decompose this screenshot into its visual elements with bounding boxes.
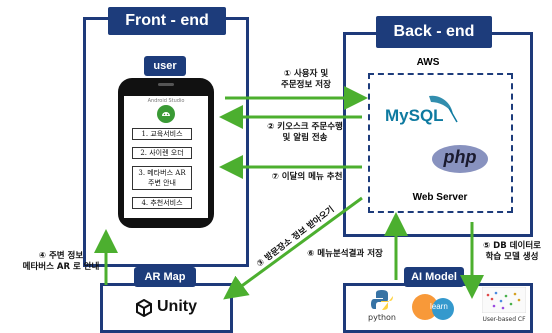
arrow-4-label: ④ 주변 정보 메타버스 AR 로 안내 [22, 251, 100, 272]
menu-item-recommend[interactable]: 4. 추천서비스 [132, 197, 192, 209]
phone-screen: Android Studio 1. 교육서비스 2. 사이렌 오더 3. 메타버… [124, 96, 208, 218]
python-logo: python [362, 289, 402, 327]
web-server-label: Web Server [412, 192, 468, 203]
android-icon [157, 105, 175, 123]
arrow-5-label: ⑤ DB 데이터로 학습 모델 생성 [483, 241, 541, 262]
aws-region [368, 73, 513, 213]
menu-item-metaverse-ar[interactable]: 3. 메타버스 AR 주변 안내 [132, 166, 192, 190]
user-based-cf-graphic: User-based CF [478, 285, 530, 329]
mysql-logo: MySQL [385, 92, 465, 132]
ai-model-tag: AI Model [404, 267, 464, 287]
scikit-learn-logo: learn [412, 292, 458, 322]
php-logo: php [432, 145, 488, 173]
menu-item-education[interactable]: 1. 교육서비스 [132, 128, 192, 140]
python-icon [371, 290, 393, 310]
user-tag: user [144, 56, 186, 76]
aws-label: AWS [416, 57, 440, 68]
phone-device: Android Studio 1. 교육서비스 2. 사이렌 오더 3. 메타버… [118, 78, 214, 228]
frontend-title: Front - end [108, 7, 226, 35]
arrow-6-label: ⑥ 메뉴분석결과 저장 [307, 249, 383, 259]
menu-item-siren-order[interactable]: 2. 사이렌 오더 [132, 147, 192, 159]
arrow-2-label: ② 키오스크 주문수행 및 알림 전송 [267, 122, 343, 143]
unity-logo: Unity [135, 297, 215, 319]
android-studio-label: Android Studio [147, 98, 185, 104]
cluster-plot-icon [482, 287, 526, 313]
unity-cube-icon [136, 299, 152, 317]
arrow-3-visit-place [223, 196, 363, 300]
arrow-1-label: ① 사용자 및 주문정보 저장 [281, 69, 331, 90]
ar-map-tag: AR Map [134, 267, 196, 287]
backend-title: Back - end [376, 16, 492, 48]
arrow-7-label: ⑦ 이달의 메뉴 추천 [271, 172, 343, 182]
